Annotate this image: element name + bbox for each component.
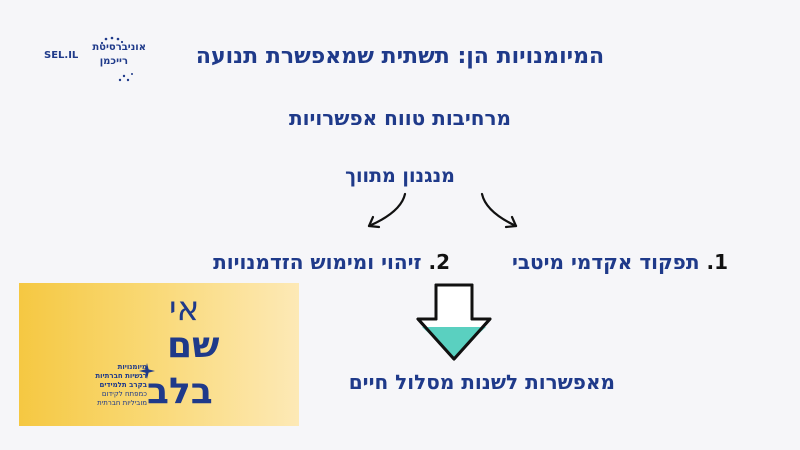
list-item-academic: 1. תפקוד אקדמי מיטבי [478,250,728,274]
curved-arrow-right-icon [480,192,518,229]
sparkle-icon [139,363,155,379]
banner-small-line3: בקרב תלמידים [99,381,147,389]
curved-arrow-left-icon [367,192,407,229]
banner-word-shem: שם [167,325,220,366]
banner-small-line2: רגשיות חברתיות [95,372,147,380]
result-text: מאפשרות לשנות מסלול חיים [348,370,615,394]
project-banner: אי שם בלב מיומנויות רגשיות חברתיות בקרב … [19,283,299,426]
banner-small-line5: מוביליות חברתית [97,399,147,407]
item2-text: זיהוי ומימוש הזדמנויות [213,250,422,274]
slide-title: המיומנויות הן: תשתית שמאפשרת תנועה [195,44,605,69]
subtitle-mechanism: מנגנון מתווך [345,165,455,187]
list-item-opportunities: 2. זיהוי ומימוש הזדמנויות [150,250,450,274]
stars-icon [100,36,133,82]
item1-text: תפקוד אקדמי מיטבי [511,250,700,274]
logo-line1: אוניברסיטת [92,42,146,53]
logo-sel-text: SEL.IL [44,50,79,61]
item1-number: 1. [706,250,728,274]
banner-small-line4: כמפתח לקידום [101,390,147,398]
banner-word-balev: בלב [147,371,213,412]
item2-number: 2. [428,250,450,274]
university-logo: SEL.IL אוניברסיטת רייכמן [44,36,154,86]
banner-word-ai: אי [169,289,200,329]
banner-subtitle: מיומנויות רגשיות חברתיות בקרב תלמידים כמ… [69,363,147,408]
banner-small-line1: מיומנויות [117,363,147,371]
down-arrow-icon [416,283,492,361]
subtitle-expand: מרחיבות טווח אפשרויות [288,106,512,130]
logo-line2: רייכמן [99,56,128,67]
